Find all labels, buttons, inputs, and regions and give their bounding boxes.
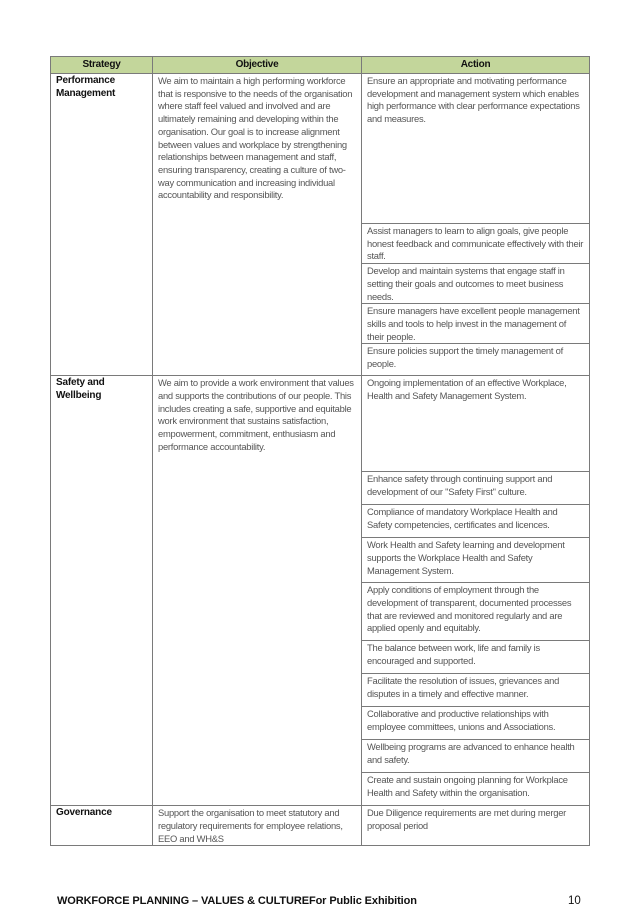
- table-row: Compliance of mandatory Workplace Health…: [51, 504, 590, 539]
- table-row: Performance Management We aim to maintai…: [50, 72, 590, 377]
- action-cell: Collaborative and productive relationshi…: [361, 706, 590, 741]
- strategy-cell: Governance: [50, 805, 153, 847]
- action-cell: Due Diligence requirements are met durin…: [361, 805, 590, 847]
- action-cell: Wellbeing programs are advanced to enhan…: [361, 739, 590, 774]
- table-row: Ensure policies support the timely manag…: [51, 343, 590, 377]
- header-action: Action: [361, 56, 590, 74]
- action-cell: Enhance safety through continuing suppor…: [361, 471, 590, 506]
- table-row: Ensure managers have excellent people ma…: [51, 303, 590, 345]
- header-objective: Objective: [152, 56, 362, 74]
- table-row: Create and sustain ongoing planning for …: [51, 772, 590, 807]
- action-cell: Ensure an appropriate and motivating per…: [361, 73, 590, 224]
- action-cell: Ensure managers have excellent people ma…: [361, 303, 590, 345]
- table-row: Develop and maintain systems that engage…: [51, 263, 590, 305]
- table-row: Wellbeing programs are advanced to enhan…: [51, 739, 590, 774]
- table-row: Assist managers to learn to align goals,…: [51, 222, 590, 265]
- action-cell: Work Health and Safety learning and deve…: [361, 537, 590, 584]
- action-cell: Create and sustain ongoing planning for …: [361, 772, 590, 807]
- table-row: Safety and Wellbeing We aim to provide a…: [50, 375, 590, 807]
- action-cell: Compliance of mandatory Workplace Health…: [361, 504, 590, 539]
- action-cell: Ongoing implementation of an effective W…: [361, 375, 590, 473]
- action-cell: Apply conditions of employment through t…: [361, 582, 590, 642]
- strategy-table: Strategy Objective Action Performance Ma…: [50, 56, 590, 847]
- action-cell: Assist managers to learn to align goals,…: [361, 222, 590, 265]
- header-strategy: Strategy: [50, 56, 153, 74]
- action-cell: Develop and maintain systems that engage…: [361, 263, 590, 305]
- table-row: Work Health and Safety learning and deve…: [51, 537, 590, 584]
- page-number: 10: [568, 895, 581, 907]
- table-row: The balance between work, life and famil…: [51, 640, 590, 675]
- action-cell: The balance between work, life and famil…: [361, 640, 590, 675]
- objective-cell: Support the organisation to meet statuto…: [152, 805, 362, 847]
- action-cell: Ensure policies support the timely manag…: [361, 343, 590, 377]
- table-row: Collaborative and productive relationshi…: [51, 706, 590, 741]
- strategy-cell: Safety and Wellbeing: [50, 375, 153, 807]
- table-row: Governance Support the organisation to m…: [50, 805, 590, 847]
- table-header-row: Strategy Objective Action: [50, 56, 590, 74]
- action-cell: Facilitate the resolution of issues, gri…: [361, 673, 590, 708]
- footer-title: WORKFORCE PLANNING – VALUES & CULTUREFor…: [57, 895, 417, 907]
- table-row: Apply conditions of employment through t…: [51, 582, 590, 642]
- objective-cell: We aim to provide a work environment tha…: [152, 375, 362, 807]
- objective-cell: We aim to maintain a high performing wor…: [152, 72, 362, 377]
- strategy-cell: Performance Management: [50, 72, 153, 377]
